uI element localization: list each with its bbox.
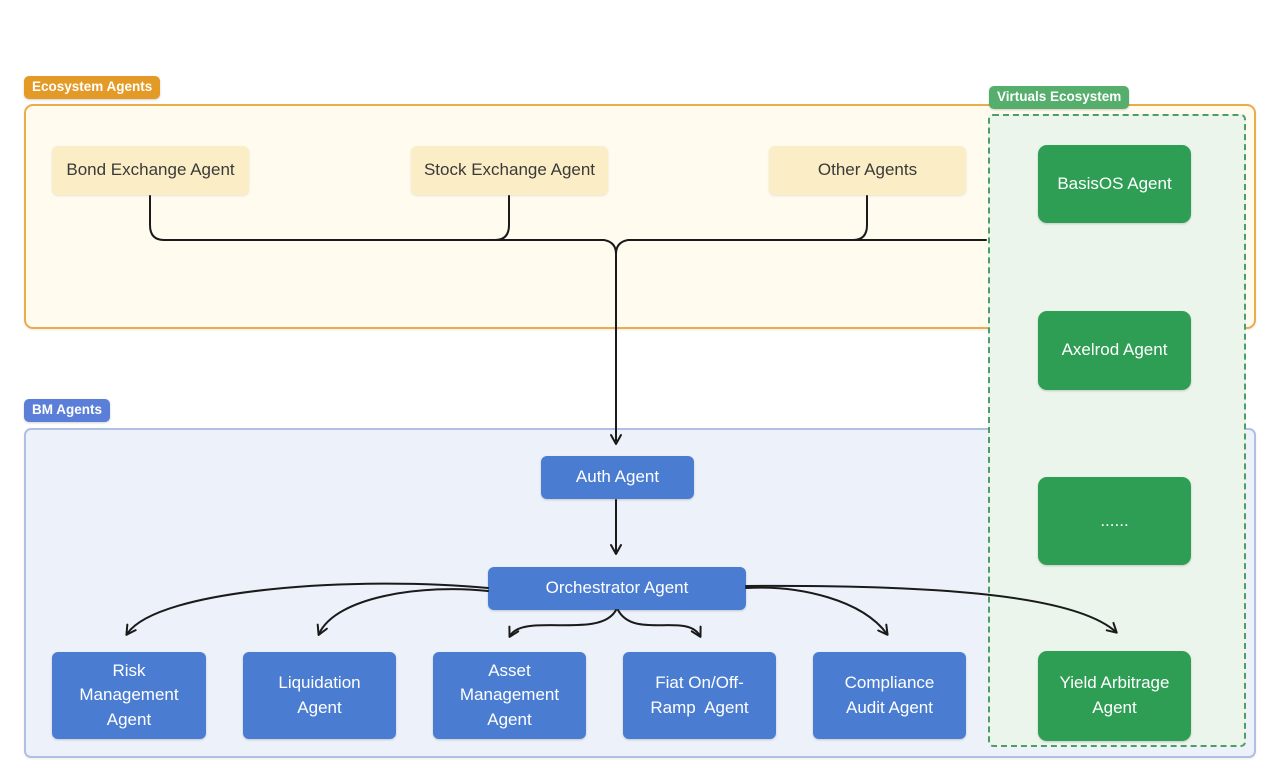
node-fiat-ramp-agent: Fiat On/Off- Ramp Agent <box>623 652 776 739</box>
node-orchestrator-agent: Orchestrator Agent <box>488 567 746 610</box>
node-asset-management-agent: Asset Management Agent <box>433 652 586 739</box>
node-auth-agent: Auth Agent <box>541 456 694 499</box>
node-basisos-agent: BasisOS Agent <box>1038 145 1191 223</box>
node-bond-exchange-agent: Bond Exchange Agent <box>52 146 249 195</box>
node-axelrod-agent: Axelrod Agent <box>1038 311 1191 390</box>
virtuals-ecosystem-badge: Virtuals Ecosystem <box>989 86 1130 109</box>
node-more-agents: ...... <box>1038 477 1191 565</box>
node-compliance-audit-agent: Compliance Audit Agent <box>813 652 966 739</box>
node-stock-exchange-agent: Stock Exchange Agent <box>411 146 608 195</box>
ecosystem-agents-badge: Ecosystem Agents <box>24 76 161 99</box>
node-liquidation-agent: Liquidation Agent <box>243 652 396 739</box>
node-yield-arbitrage-agent: Yield Arbitrage Agent <box>1038 651 1191 741</box>
bm-agents-badge: BM Agents <box>24 399 110 422</box>
node-other-agents: Other Agents <box>769 146 966 195</box>
node-risk-management-agent: Risk Management Agent <box>52 652 206 739</box>
